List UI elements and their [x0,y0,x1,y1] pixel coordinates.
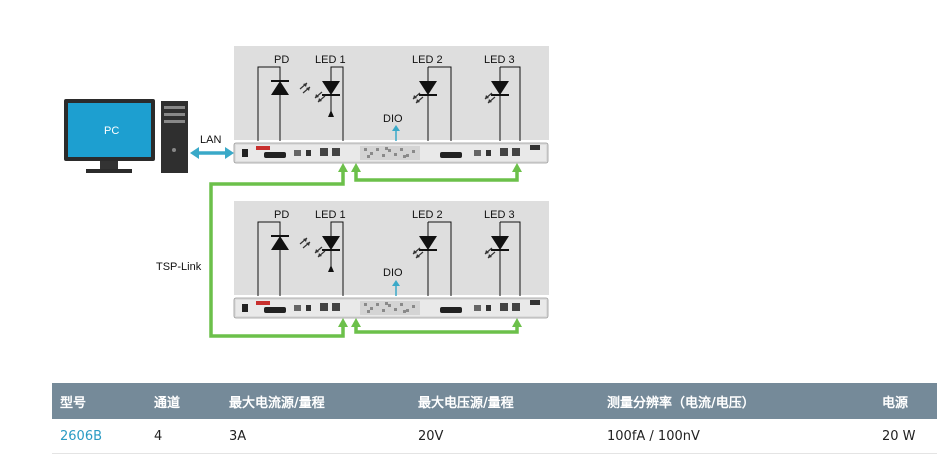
pc-computer-icon: PC [64,99,188,173]
label-dio: DIO [383,113,403,125]
label-led3: LED 3 [484,209,515,221]
cell-max-current: 3A [221,419,410,454]
label-led3: LED 3 [484,54,515,66]
label-led1: LED 1 [315,54,346,66]
col-channels: 通道 [146,383,221,419]
lan-connection: LAN [190,134,234,159]
table-header-row: 型号 通道 最大电流源/量程 最大电压源/量程 测量分辨率（电流/电压） 电源 [52,383,937,419]
label-led2: LED 2 [412,54,443,66]
label-pd: PD [274,209,289,221]
label-pd: PD [274,54,289,66]
rack-instrument [233,142,549,164]
label-dio: DIO [383,267,403,279]
lan-label: LAN [200,134,221,146]
col-max-voltage: 最大电压源/量程 [410,383,599,419]
cell-channels: 4 [146,419,221,454]
table-row: 2606B 4 3A 20V 100fA / 100nV 20 W [52,419,937,454]
col-max-current: 最大电流源/量程 [221,383,410,419]
model-link[interactable]: 2606B [52,419,146,454]
col-model: 型号 [52,383,146,419]
label-led1: LED 1 [315,209,346,221]
rack-instrument [233,297,549,319]
cell-resolution: 100fA / 100nV [599,419,874,454]
smu-unit-1: PD LED 1 LED 2 LED 3 DIO [233,46,549,164]
label-led2: LED 2 [412,209,443,221]
col-resolution: 测量分辨率（电流/电压） [599,383,874,419]
col-power: 电源 [874,383,937,419]
smu-unit-2: PD LED 1 LED 2 LED 3 DIO [233,201,549,319]
cell-max-voltage: 20V [410,419,599,454]
pc-label: PC [104,125,119,137]
cell-power: 20 W [874,419,937,454]
spec-table: 型号 通道 最大电流源/量程 最大电压源/量程 测量分辨率（电流/电压） 电源 … [52,383,937,454]
test-setup-diagram: PD LED 1 LED 2 LED 3 DIO [64,46,549,338]
tsp-link-label: TSP-Link [156,261,202,273]
